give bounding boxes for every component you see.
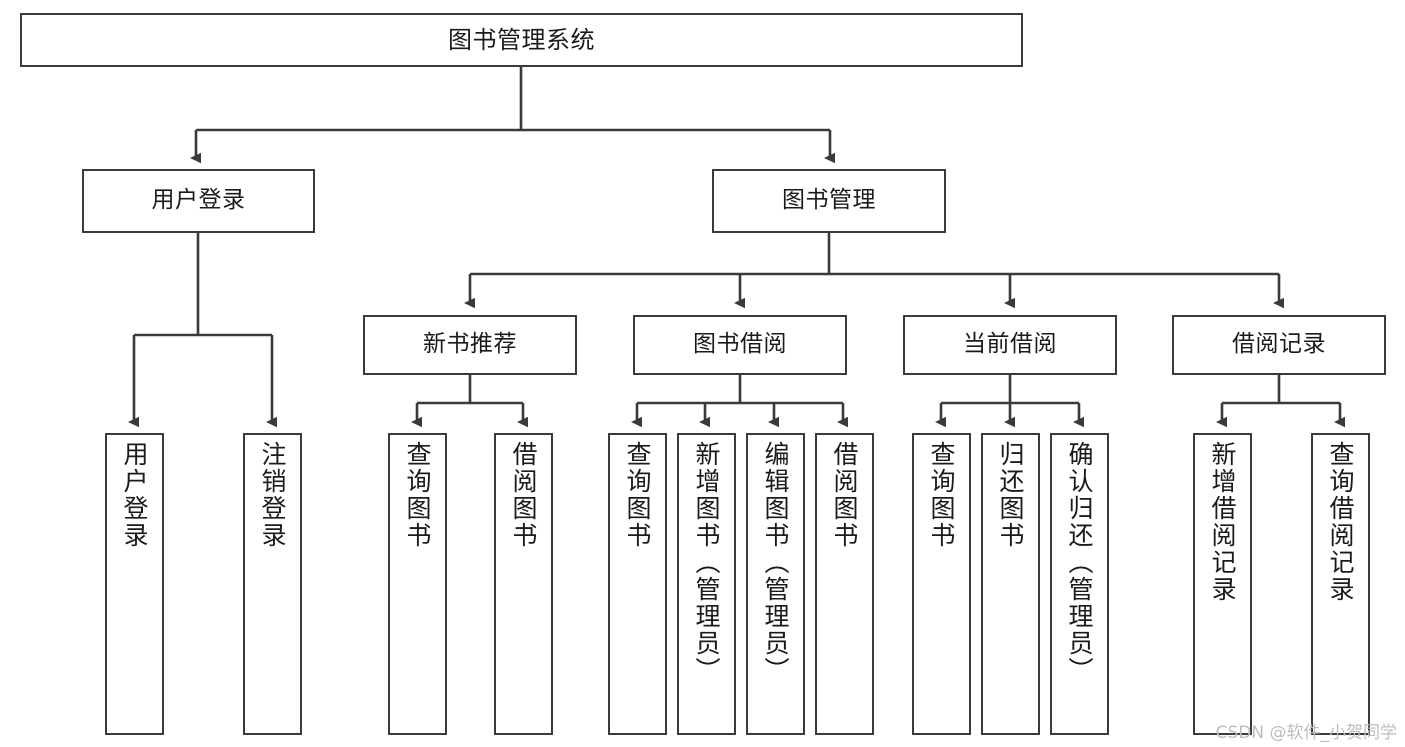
node-leaf-query-record-label: 查询借阅记录 — [1326, 441, 1355, 603]
node-book-manage-label: 图书管理 — [782, 187, 876, 214]
node-leaf-logout-login[interactable]: 注销登录 — [243, 433, 302, 735]
node-leaf-query-book-2-label: 查询图书 — [623, 441, 652, 549]
node-leaf-add-book[interactable]: 新增图书（管理员） — [677, 433, 736, 735]
watermark: CSDN @软件_小贺同学 — [1215, 723, 1397, 743]
node-leaf-borrow-book-1-label: 借阅图书 — [509, 441, 538, 549]
node-leaf-borrow-book-2-label: 借阅图书 — [830, 441, 859, 549]
node-leaf-borrow-book-2[interactable]: 借阅图书 — [815, 433, 874, 735]
node-leaf-logout-login-label: 注销登录 — [258, 441, 287, 549]
node-book-borrow-label: 图书借阅 — [693, 331, 787, 358]
node-new-book-recommend-label: 新书推荐 — [423, 331, 517, 358]
node-leaf-user-login[interactable]: 用户登录 — [105, 433, 164, 735]
node-book-borrow[interactable]: 图书借阅 — [633, 315, 847, 375]
node-leaf-edit-book[interactable]: 编辑图书（管理员） — [746, 433, 805, 735]
node-leaf-add-record[interactable]: 新增借阅记录 — [1193, 433, 1252, 735]
node-leaf-query-book-3-label: 查询图书 — [927, 441, 956, 549]
node-leaf-confirm-return[interactable]: 确认归还（管理员） — [1050, 433, 1109, 735]
node-current-borrow-label: 当前借阅 — [963, 331, 1057, 358]
node-current-borrow[interactable]: 当前借阅 — [903, 315, 1117, 375]
node-leaf-query-book-1[interactable]: 查询图书 — [388, 433, 447, 735]
node-leaf-borrow-book-1[interactable]: 借阅图书 — [494, 433, 553, 735]
node-leaf-query-book-3[interactable]: 查询图书 — [912, 433, 971, 735]
node-leaf-query-record[interactable]: 查询借阅记录 — [1311, 433, 1370, 735]
node-borrow-record[interactable]: 借阅记录 — [1172, 315, 1386, 375]
node-leaf-edit-book-label: 编辑图书（管理员） — [761, 441, 790, 684]
node-root-label: 图书管理系统 — [448, 25, 595, 54]
node-user-login[interactable]: 用户登录 — [82, 169, 315, 233]
node-leaf-return-book-label: 归还图书 — [996, 441, 1025, 549]
node-book-manage[interactable]: 图书管理 — [712, 169, 946, 233]
node-leaf-add-book-label: 新增图书（管理员） — [692, 441, 721, 684]
node-leaf-confirm-return-label: 确认归还（管理员） — [1065, 441, 1094, 684]
node-leaf-query-book-2[interactable]: 查询图书 — [608, 433, 667, 735]
node-root[interactable]: 图书管理系统 — [20, 13, 1023, 67]
node-borrow-record-label: 借阅记录 — [1232, 331, 1326, 358]
node-leaf-query-book-1-label: 查询图书 — [403, 441, 432, 549]
node-new-book-recommend[interactable]: 新书推荐 — [363, 315, 577, 375]
node-leaf-return-book[interactable]: 归还图书 — [981, 433, 1040, 735]
node-leaf-user-login-label: 用户登录 — [120, 441, 149, 549]
node-user-login-label: 用户登录 — [151, 187, 246, 214]
node-leaf-add-record-label: 新增借阅记录 — [1208, 441, 1237, 603]
